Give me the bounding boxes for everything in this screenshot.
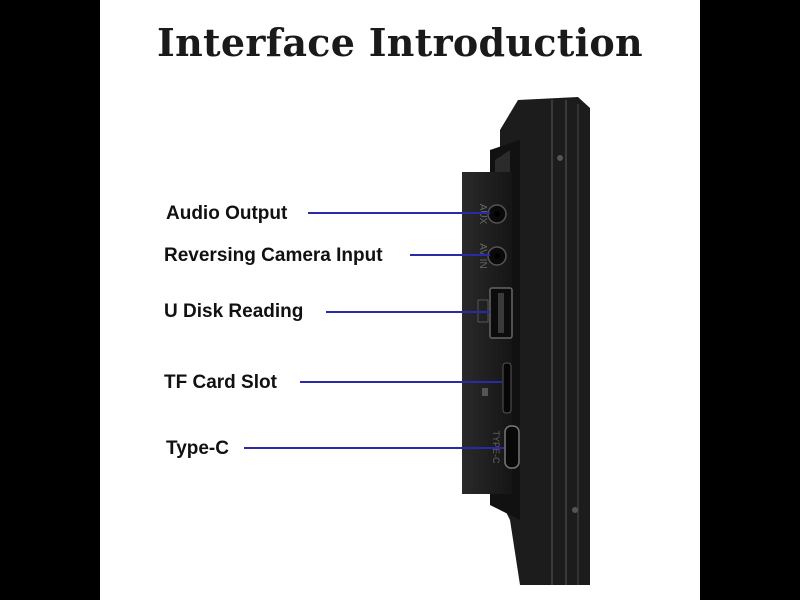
callout-label-reversing-camera-input: Reversing Camera Input bbox=[164, 245, 383, 266]
product-infographic: Interface Introduction bbox=[100, 0, 700, 600]
callout-line-type-c bbox=[244, 447, 504, 449]
device-back-housing bbox=[500, 97, 590, 585]
tf-card-slot bbox=[502, 362, 512, 414]
callout-label-type-c: Type-C bbox=[166, 438, 229, 459]
device-side-view: AUX AV IN TYPE-C bbox=[462, 97, 590, 585]
type-c-port bbox=[504, 425, 520, 469]
callout-line-audio-output bbox=[308, 212, 490, 214]
callout-line-reversing-camera-input bbox=[410, 254, 490, 256]
callout-label-tf-card-slot: TF Card Slot bbox=[164, 372, 277, 393]
callout-line-tf-card-slot bbox=[300, 381, 502, 383]
callout-line-u-disk-reading bbox=[326, 311, 490, 313]
av-in-marking: AV IN bbox=[477, 243, 488, 268]
aux-marking: AUX bbox=[477, 204, 488, 225]
callout-label-audio-output: Audio Output bbox=[166, 203, 288, 224]
page-title: Interface Introduction bbox=[157, 20, 643, 65]
callout-label-u-disk-reading: U Disk Reading bbox=[164, 301, 304, 322]
